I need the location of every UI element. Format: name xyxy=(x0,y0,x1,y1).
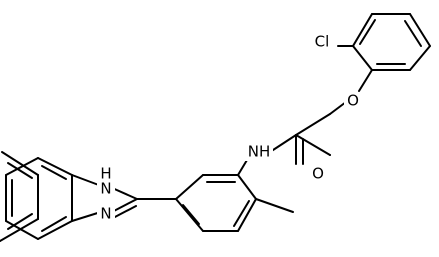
bond xyxy=(175,198,204,232)
bond xyxy=(233,200,250,227)
bond xyxy=(409,13,431,47)
bond xyxy=(358,69,373,92)
bond xyxy=(1,151,39,176)
nh-benzimidazole-label-h: H xyxy=(100,165,111,183)
label-mask xyxy=(308,34,336,52)
bond xyxy=(269,134,297,153)
label-mask xyxy=(97,204,115,222)
bond xyxy=(295,113,331,136)
bond xyxy=(182,204,200,225)
ether-linker xyxy=(295,69,373,136)
bond xyxy=(404,20,422,47)
label-mask xyxy=(97,168,115,196)
central-benzene-ring xyxy=(136,174,257,232)
bond xyxy=(112,205,137,219)
bond xyxy=(5,157,39,176)
chlorophenyl-ring xyxy=(337,13,431,71)
o-ether-label: O xyxy=(347,92,359,110)
benzimidazole-benzene-ring xyxy=(0,151,73,242)
bond xyxy=(41,216,67,232)
label-mask xyxy=(308,166,326,184)
bond xyxy=(352,13,373,47)
bond xyxy=(409,45,431,71)
nh-benzimidazole-label-n: N xyxy=(100,180,111,198)
bond xyxy=(359,19,376,45)
bond xyxy=(5,220,39,240)
bond xyxy=(329,101,347,115)
bond xyxy=(175,174,204,200)
cl-label: Cl xyxy=(315,33,330,51)
nh-amide-label: NH xyxy=(248,143,271,161)
label-mask xyxy=(344,93,362,111)
bond xyxy=(352,45,373,71)
label-mask xyxy=(245,143,273,161)
bond xyxy=(7,162,33,179)
bond xyxy=(37,157,73,176)
bond xyxy=(237,174,257,200)
bond xyxy=(0,218,39,242)
bond xyxy=(41,165,67,180)
bond xyxy=(295,134,331,156)
n-benzimidazole-label: N xyxy=(100,205,111,223)
methyl-bond xyxy=(255,198,294,213)
bond xyxy=(237,198,257,232)
bond xyxy=(7,213,33,230)
o-carbonyl-label: O xyxy=(312,165,324,183)
bond xyxy=(37,220,73,240)
